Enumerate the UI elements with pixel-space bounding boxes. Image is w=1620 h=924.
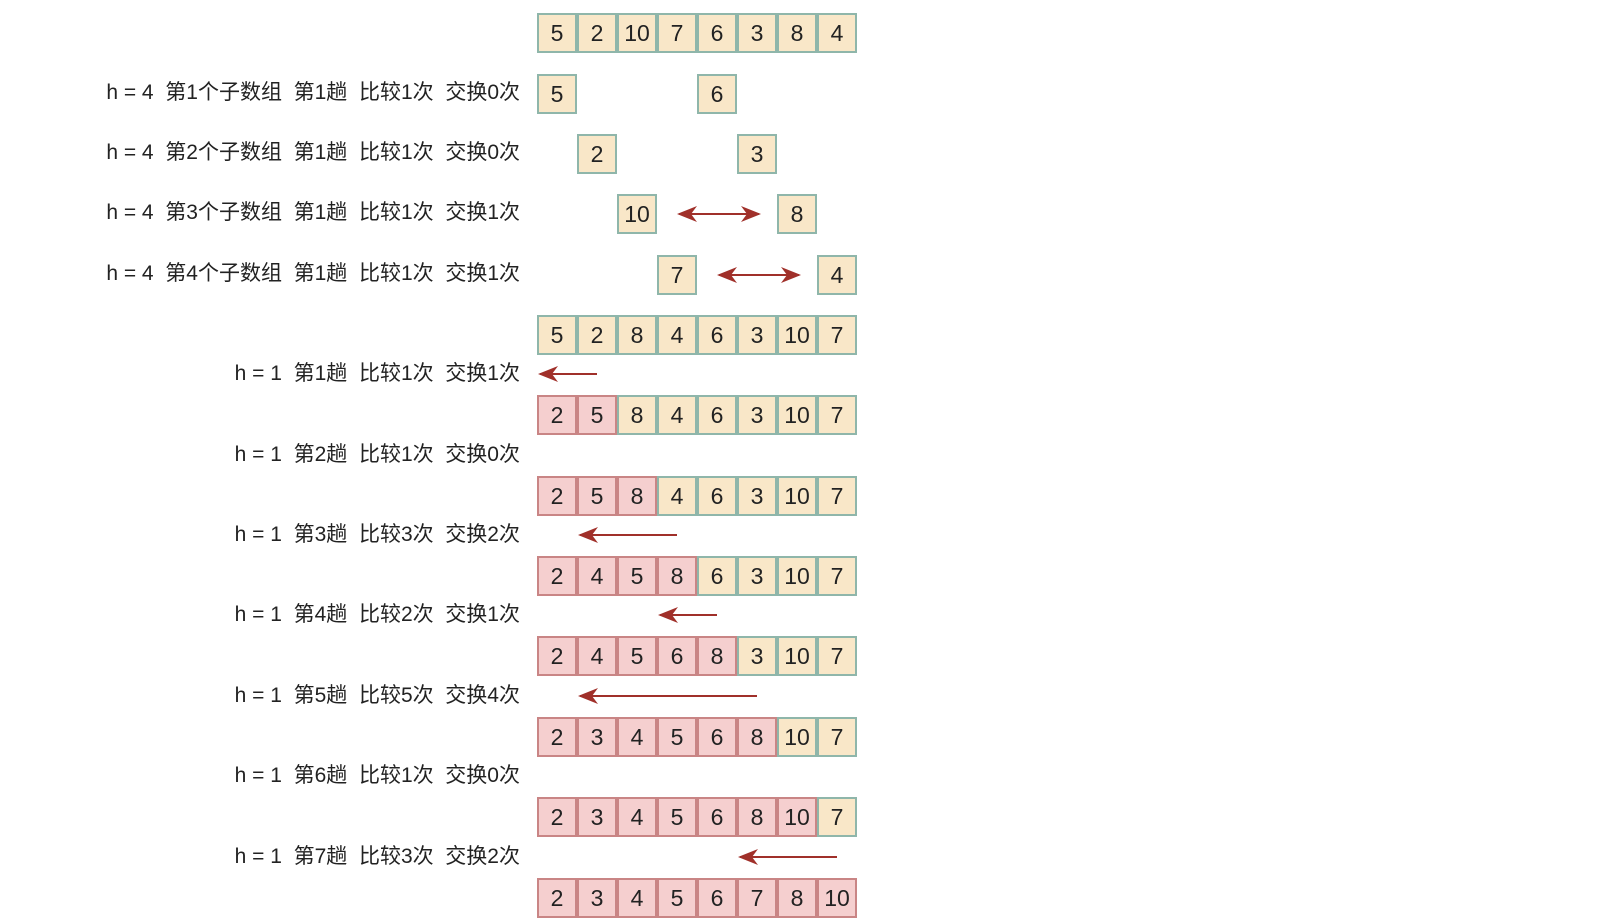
step-label: h = 1 第1趟 比较1次 交换1次 xyxy=(234,362,520,385)
array-cell: 10 xyxy=(777,717,817,757)
array-cell: 8 xyxy=(657,556,697,596)
array-cell: 8 xyxy=(777,13,817,53)
array-cell: 10 xyxy=(777,476,817,516)
array-cell: 7 xyxy=(817,636,857,676)
array-cell: 5 xyxy=(577,476,617,516)
array-cell: 8 xyxy=(777,194,817,234)
array-cell: 7 xyxy=(817,395,857,435)
array-cell: 5 xyxy=(657,878,697,918)
array-cell: 10 xyxy=(817,878,857,918)
array-cell: 5 xyxy=(537,315,577,355)
array-cell: 7 xyxy=(737,878,777,918)
array-cell: 3 xyxy=(737,134,777,174)
array-cell: 10 xyxy=(777,315,817,355)
step-label: h = 4 第3个子数组 第1趟 比较1次 交换1次 xyxy=(106,201,520,224)
array-cell: 6 xyxy=(697,74,737,114)
array-cell: 2 xyxy=(537,717,577,757)
array-cell: 6 xyxy=(697,395,737,435)
array-cell: 6 xyxy=(697,797,737,837)
array-cell: 5 xyxy=(577,395,617,435)
step-label: h = 1 第4趟 比较2次 交换1次 xyxy=(234,603,520,626)
array-cell: 7 xyxy=(817,797,857,837)
array-cell: 8 xyxy=(617,315,657,355)
array-cell: 8 xyxy=(737,797,777,837)
array-cell: 5 xyxy=(537,74,577,114)
step-label: h = 1 第5趟 比较5次 交换4次 xyxy=(234,684,520,707)
array-cell: 5 xyxy=(657,797,697,837)
array-cell: 4 xyxy=(617,878,657,918)
array-cell: 4 xyxy=(657,476,697,516)
array-cell: 3 xyxy=(737,636,777,676)
array-cell: 7 xyxy=(657,255,697,295)
array-cell: 7 xyxy=(657,13,697,53)
array-cell: 7 xyxy=(817,315,857,355)
array-cell: 7 xyxy=(817,717,857,757)
array-cell: 2 xyxy=(577,315,617,355)
array-cell: 5 xyxy=(657,717,697,757)
array-cell: 3 xyxy=(737,476,777,516)
array-cell: 4 xyxy=(617,717,657,757)
array-cell: 2 xyxy=(537,797,577,837)
array-cell: 6 xyxy=(697,717,737,757)
array-cell: 4 xyxy=(617,797,657,837)
array-cell: 3 xyxy=(577,797,617,837)
array-cell: 8 xyxy=(617,395,657,435)
array-cell: 8 xyxy=(617,476,657,516)
step-label: h = 1 第2趟 比较1次 交换0次 xyxy=(234,443,520,466)
array-cell: 7 xyxy=(817,476,857,516)
step-label: h = 4 第4个子数组 第1趟 比较1次 交换1次 xyxy=(106,262,520,285)
array-cell: 8 xyxy=(737,717,777,757)
step-label: h = 1 第3趟 比较3次 交换2次 xyxy=(234,523,520,546)
array-cell: 10 xyxy=(777,395,817,435)
array-cell: 2 xyxy=(577,134,617,174)
array-cell: 2 xyxy=(577,13,617,53)
step-label: h = 1 第6趟 比较1次 交换0次 xyxy=(234,764,520,787)
array-cell: 10 xyxy=(777,556,817,596)
array-cell: 5 xyxy=(617,636,657,676)
array-cell: 6 xyxy=(657,636,697,676)
array-cell: 3 xyxy=(577,717,617,757)
array-cell: 6 xyxy=(697,556,737,596)
array-cell: 3 xyxy=(737,556,777,596)
array-cell: 6 xyxy=(697,878,737,918)
array-cell: 2 xyxy=(537,636,577,676)
array-cell: 6 xyxy=(697,476,737,516)
array-cell: 2 xyxy=(537,878,577,918)
array-cell: 2 xyxy=(537,556,577,596)
array-cell: 10 xyxy=(777,797,817,837)
array-cell: 8 xyxy=(697,636,737,676)
array-cell: 5 xyxy=(537,13,577,53)
array-cell: 3 xyxy=(737,13,777,53)
array-cell: 3 xyxy=(737,395,777,435)
array-cell: 4 xyxy=(577,636,617,676)
array-cell: 10 xyxy=(617,194,657,234)
array-cell: 7 xyxy=(817,556,857,596)
array-cell: 3 xyxy=(737,315,777,355)
step-label: h = 1 第7趟 比较3次 交换2次 xyxy=(234,845,520,868)
array-cell: 4 xyxy=(657,395,697,435)
array-cell: 5 xyxy=(617,556,657,596)
array-cell: 8 xyxy=(777,878,817,918)
array-cell: 4 xyxy=(817,13,857,53)
array-cell: 4 xyxy=(657,315,697,355)
array-cell: 10 xyxy=(617,13,657,53)
step-label: h = 4 第2个子数组 第1趟 比较1次 交换0次 xyxy=(106,141,520,164)
array-cell: 4 xyxy=(577,556,617,596)
array-cell: 6 xyxy=(697,13,737,53)
array-cell: 2 xyxy=(537,395,577,435)
step-label: h = 4 第1个子数组 第1趟 比较1次 交换0次 xyxy=(106,81,520,104)
array-cell: 4 xyxy=(817,255,857,295)
array-cell: 2 xyxy=(537,476,577,516)
array-cell: 10 xyxy=(777,636,817,676)
array-cell: 3 xyxy=(577,878,617,918)
array-cell: 6 xyxy=(697,315,737,355)
